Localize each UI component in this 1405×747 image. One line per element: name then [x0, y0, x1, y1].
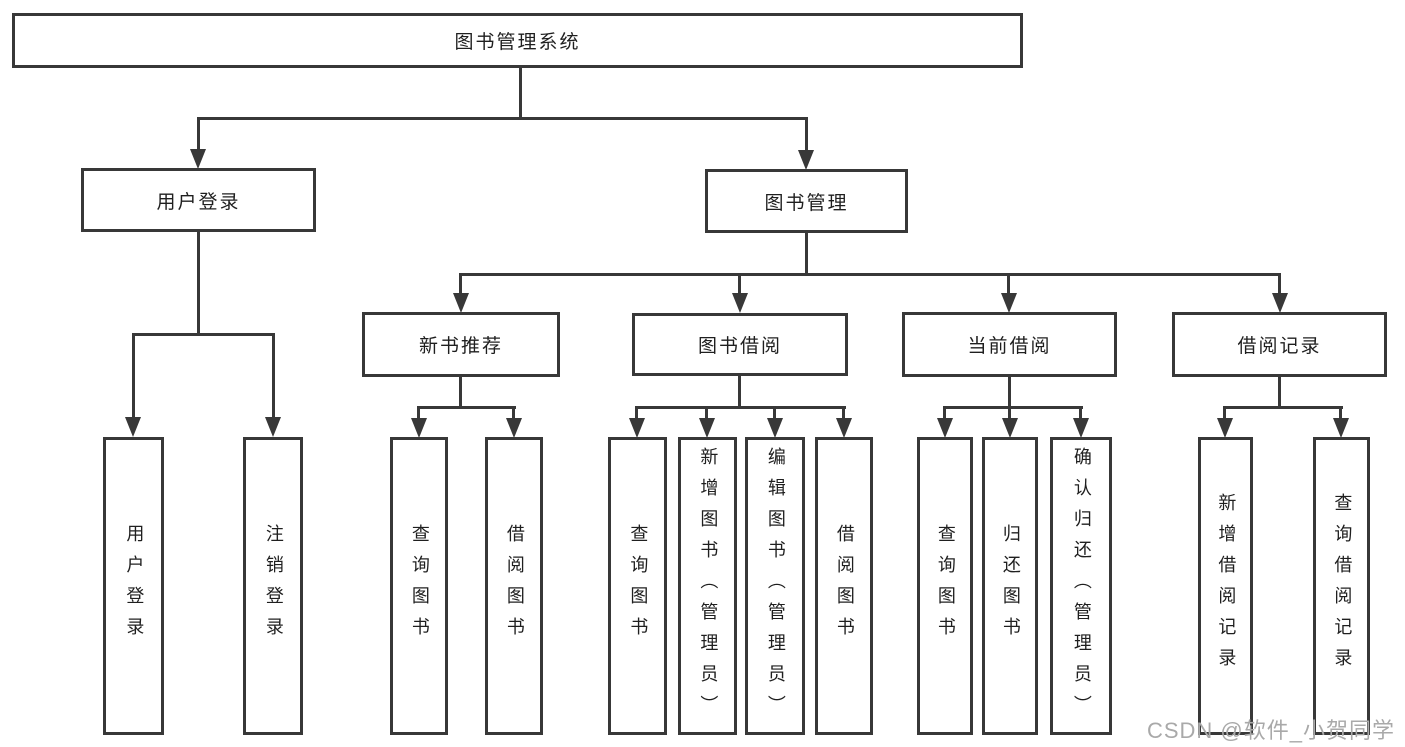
leaf-add-borrow-record-label: 新增借阅记录	[1216, 493, 1237, 679]
arrow-down-icon	[265, 417, 281, 437]
leaf-borrow-books-label: 借阅图书	[834, 524, 855, 648]
connector-drop	[943, 406, 946, 419]
leaf-query-books-borrowing: 查询图书	[608, 437, 667, 735]
connector-book-management-stub	[805, 233, 808, 276]
connector-book-borrowing-stub	[738, 376, 741, 409]
arrow-down-icon	[125, 417, 141, 437]
arrow-down-icon	[767, 418, 783, 438]
leaf-query-borrow-record-label: 查询借阅记录	[1332, 493, 1353, 679]
leaf-query-books-current-label: 查询图书	[935, 524, 956, 648]
arrow-down-icon	[1002, 418, 1018, 438]
leaf-logout: 注销登录	[243, 437, 303, 735]
leaf-borrow-books: 借阅图书	[815, 437, 873, 735]
connector-root-stub	[519, 67, 522, 120]
arrow-down-icon	[699, 418, 715, 438]
leaf-user-login: 用户登录	[103, 437, 164, 735]
connector-current-borrowing-stub	[1008, 377, 1011, 409]
leaf-return-books-label: 归还图书	[1000, 524, 1021, 648]
connector-book-borrowing-rail	[636, 406, 846, 409]
connector-level2-rail	[197, 117, 808, 120]
connector-borrowing-records-rail	[1224, 406, 1343, 409]
leaf-borrow-books-recommend-label: 借阅图书	[504, 524, 525, 648]
leaf-return-books: 归还图书	[982, 437, 1038, 735]
node-book-borrowing-label: 图书借阅	[697, 336, 782, 357]
arrow-down-icon	[1073, 418, 1089, 438]
arrow-down-icon	[1001, 293, 1017, 313]
connector-user-login-rail	[132, 333, 275, 336]
connector-drop	[1008, 406, 1011, 419]
node-user-login-label: 用户登录	[156, 191, 241, 213]
arrow-down-icon	[732, 293, 748, 313]
connector-level3-rail	[460, 273, 1281, 276]
arrow-down-icon	[836, 418, 852, 438]
connector-drop-book-borrowing	[738, 273, 741, 295]
connector-drop-book-management	[805, 117, 808, 152]
node-new-book-recommendation-label: 新书推荐	[418, 336, 503, 357]
leaf-confirm-return-admin: 确认归还（管理员）	[1050, 437, 1112, 735]
leaf-add-books-admin-label: 新增图书（管理员）	[698, 446, 719, 726]
leaf-add-books-admin: 新增图书（管理员）	[678, 437, 737, 735]
connector-drop-user-login	[197, 117, 200, 151]
node-book-borrowing: 图书借阅	[632, 313, 848, 376]
node-book-management: 图书管理	[705, 169, 908, 233]
connector-drop-new-book	[459, 273, 462, 295]
connector-user-login-stub	[197, 232, 200, 336]
connector-drop	[1339, 406, 1342, 419]
connector-drop-current-borrowing	[1007, 273, 1010, 295]
leaf-add-borrow-record: 新增借阅记录	[1198, 437, 1253, 735]
arrow-down-icon	[190, 149, 206, 169]
connector-drop	[1223, 406, 1226, 419]
leaf-query-books-recommend-label: 查询图书	[409, 524, 430, 648]
leaf-query-books-recommend: 查询图书	[390, 437, 448, 735]
connector-drop	[705, 406, 708, 419]
node-library-system: 图书管理系统	[12, 13, 1023, 68]
connector-borrowing-records-stub	[1278, 377, 1281, 409]
arrow-down-icon	[1217, 418, 1233, 438]
node-current-borrowing-label: 当前借阅	[967, 336, 1052, 357]
connector-drop	[635, 406, 638, 419]
leaf-user-login-label: 用户登录	[124, 524, 145, 648]
leaf-query-borrow-record: 查询借阅记录	[1313, 437, 1370, 735]
connector-drop	[417, 406, 420, 419]
connector-drop	[773, 406, 776, 419]
node-book-management-label: 图书管理	[764, 192, 849, 214]
node-borrowing-records: 借阅记录	[1172, 312, 1387, 377]
connector-drop	[842, 406, 845, 419]
connector-drop-leaf-logout	[272, 333, 275, 418]
node-current-borrowing: 当前借阅	[902, 312, 1117, 377]
leaf-edit-books-admin: 编辑图书（管理员）	[745, 437, 805, 735]
arrow-down-icon	[1272, 293, 1288, 313]
connector-drop-borrowing-records	[1278, 273, 1281, 295]
node-borrowing-records-label: 借阅记录	[1237, 336, 1322, 357]
arrow-down-icon	[937, 418, 953, 438]
arrow-down-icon	[629, 418, 645, 438]
leaf-query-books-borrowing-label: 查询图书	[628, 524, 649, 648]
connector-drop	[1079, 406, 1082, 419]
leaf-edit-books-admin-label: 编辑图书（管理员）	[765, 446, 786, 726]
connector-current-borrowing-rail	[944, 406, 1083, 409]
arrow-down-icon	[1333, 418, 1349, 438]
node-user-login: 用户登录	[81, 168, 316, 232]
connector-drop-leaf-user-login	[132, 333, 135, 418]
leaf-confirm-return-admin-label: 确认归还（管理员）	[1071, 446, 1092, 726]
node-library-system-label: 图书管理系统	[454, 32, 581, 53]
watermark: CSDN @软件_小贺同学	[1146, 718, 1395, 743]
leaf-logout-label: 注销登录	[263, 524, 284, 648]
node-new-book-recommendation: 新书推荐	[362, 312, 560, 377]
connector-drop	[512, 406, 515, 419]
arrow-down-icon	[506, 418, 522, 438]
leaf-borrow-books-recommend: 借阅图书	[485, 437, 543, 735]
leaf-query-books-current: 查询图书	[917, 437, 973, 735]
arrow-down-icon	[798, 150, 814, 170]
arrow-down-icon	[453, 293, 469, 313]
connector-new-book-rail	[418, 406, 516, 409]
connector-new-book-stub	[459, 377, 462, 409]
arrow-down-icon	[411, 418, 427, 438]
